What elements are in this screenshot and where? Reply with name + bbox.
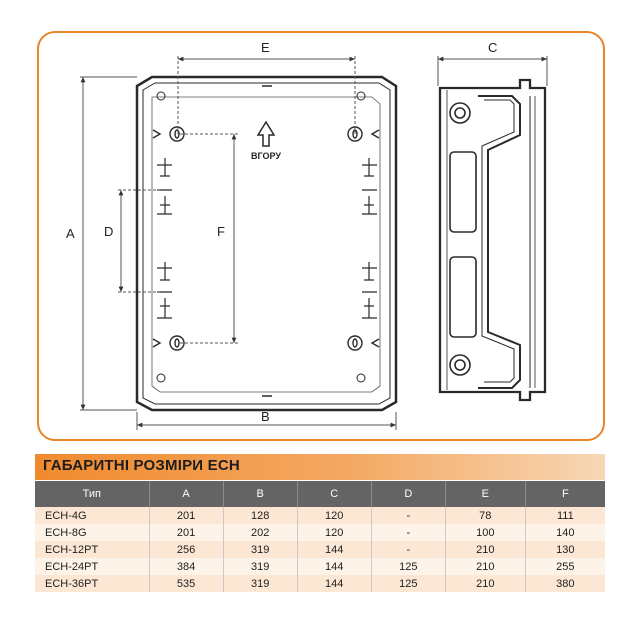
table-cell: 319 [223,558,298,575]
dimensions-table: Тип A B C D E F ECH-4G 201 128 120 - 78 … [35,481,605,592]
table-cell: 201 [149,507,224,524]
fixing-point-icon [152,126,380,351]
table-cell: - [371,541,446,558]
table-cell: 384 [149,558,224,575]
table-row: ECH-8G 201 202 120 - 100 140 [35,524,605,541]
dimension-label-b: B [261,409,270,424]
table-cell: 202 [223,524,298,541]
front-view [135,75,398,412]
table-row: ECH-24PT 384 319 144 125 210 255 [35,558,605,575]
table-cell: 144 [297,541,372,558]
table-cell: 130 [525,541,605,558]
table-cell: 535 [149,575,224,592]
technical-drawing: ВГОРУ [66,40,548,430]
dimension-label-c: C [488,40,497,55]
table-cell: 144 [297,558,372,575]
column-header: F [525,481,605,507]
table-cell: 125 [371,558,446,575]
drawing-frame [37,31,605,441]
side-view [438,78,547,402]
up-arrow-icon [256,120,276,147]
column-header: B [223,481,298,507]
table-cell: 144 [297,575,372,592]
knob-icon [449,102,471,376]
table-cell: 201 [149,524,224,541]
column-header: E [445,481,526,507]
column-header: Тип [35,481,150,507]
table-cell: ECH-12PT [35,541,150,558]
table-cell: 319 [223,541,298,558]
table-cell: ECH-24PT [35,558,150,575]
din-rail-clip-icon [157,158,377,319]
table-title-bar: ГАБАРИТНІ РОЗМІРИ ECH [35,454,605,480]
table-cell: 210 [445,541,526,558]
dimension-label-e: E [261,40,270,55]
dimension-label-f: F [217,224,225,239]
dimension-lines [80,56,548,430]
table-cell: 120 [297,524,372,541]
table-cell: 210 [445,558,526,575]
table-cell: 140 [525,524,605,541]
up-label: ВГОРУ [251,151,281,161]
table-cell: 210 [445,575,526,592]
table-cell: 78 [445,507,526,524]
table-cell: ECH-36PT [35,575,150,592]
table-cell: 319 [223,575,298,592]
table-cell: 125 [371,575,446,592]
table-cell: 255 [525,558,605,575]
table-header-row: Тип A B C D E F [35,481,605,507]
table-title: ГАБАРИТНІ РОЗМІРИ ECH [43,457,240,474]
table-cell: 111 [525,507,605,524]
table-cell: 120 [297,507,372,524]
table-row: ECH-4G 201 128 120 - 78 111 [35,507,605,524]
table-cell: 128 [223,507,298,524]
column-header: C [297,481,372,507]
table-cell: - [371,524,446,541]
mounting-screw-icon [156,91,366,383]
table-cell: 256 [149,541,224,558]
dimension-label-a: A [66,226,75,241]
table-cell: - [371,507,446,524]
table-row: ECH-12PT 256 319 144 - 210 130 [35,541,605,558]
column-header: A [149,481,224,507]
table-cell: 380 [525,575,605,592]
table-cell: ECH-4G [35,507,150,524]
dimension-label-d: D [104,224,113,239]
table-row: ECH-36PT 535 319 144 125 210 380 [35,575,605,592]
column-header: D [371,481,446,507]
table-cell: 100 [445,524,526,541]
table-cell: ECH-8G [35,524,150,541]
